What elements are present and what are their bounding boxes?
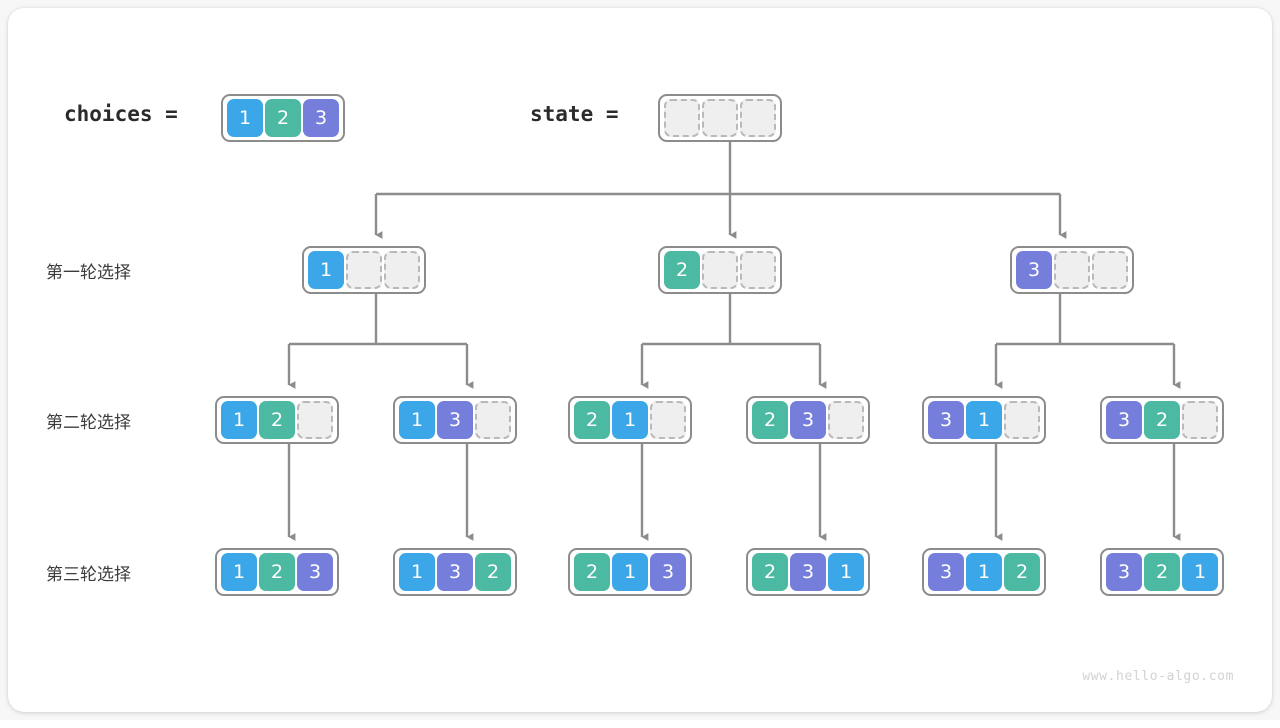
cell-value-2: 2: [259, 401, 295, 439]
cell-value-2: 2: [752, 553, 788, 591]
cell-value-3: 3: [303, 99, 339, 137]
level1-array-1: 2: [658, 246, 782, 294]
cell-value-3: 3: [928, 401, 964, 439]
cell-value-2: 2: [1144, 553, 1180, 591]
cell-value-2: 2: [259, 553, 295, 591]
cell-value-1: 1: [612, 401, 648, 439]
cell-value-2: 2: [265, 99, 301, 137]
cell-empty: [384, 251, 420, 289]
cell-value-2: 2: [752, 401, 788, 439]
cell-value-3: 3: [297, 553, 333, 591]
cell-value-1: 1: [308, 251, 344, 289]
cell-value-2: 2: [1004, 553, 1040, 591]
cell-value-3: 3: [790, 553, 826, 591]
cell-empty: [1054, 251, 1090, 289]
cell-empty: [664, 99, 700, 137]
cell-empty: [740, 99, 776, 137]
cell-value-1: 1: [1182, 553, 1218, 591]
cell-empty: [346, 251, 382, 289]
cell-empty: [475, 401, 511, 439]
cell-value-2: 2: [574, 553, 610, 591]
cell-value-1: 1: [399, 401, 435, 439]
cell-value-1: 1: [966, 401, 1002, 439]
level1-array-2: 3: [1010, 246, 1134, 294]
cell-value-2: 2: [574, 401, 610, 439]
cell-empty: [1092, 251, 1128, 289]
cell-value-1: 1: [221, 553, 257, 591]
cell-value-1: 1: [227, 99, 263, 137]
cell-empty: [702, 251, 738, 289]
cell-empty: [1004, 401, 1040, 439]
cell-value-3: 3: [1106, 401, 1142, 439]
cell-value-1: 1: [828, 553, 864, 591]
cell-value-2: 2: [1144, 401, 1180, 439]
cell-empty: [1182, 401, 1218, 439]
state-array: [658, 94, 782, 142]
cell-value-3: 3: [437, 401, 473, 439]
cell-empty: [297, 401, 333, 439]
cell-value-3: 3: [1106, 553, 1142, 591]
cell-value-3: 3: [928, 553, 964, 591]
cell-value-3: 3: [650, 553, 686, 591]
cell-value-1: 1: [966, 553, 1002, 591]
cell-value-3: 3: [790, 401, 826, 439]
choices-label: choices =: [64, 102, 178, 126]
cell-value-1: 1: [399, 553, 435, 591]
cell-value-3: 3: [437, 553, 473, 591]
row-label-level2: 第二轮选择: [46, 413, 131, 433]
level1-array-0: 1: [302, 246, 426, 294]
row-label-level3: 第三轮选择: [46, 565, 131, 585]
cell-empty: [702, 99, 738, 137]
cell-empty: [650, 401, 686, 439]
cell-value-1: 1: [612, 553, 648, 591]
row-label-level1: 第一轮选择: [46, 263, 131, 283]
cell-value-2: 2: [664, 251, 700, 289]
cell-empty: [828, 401, 864, 439]
cell-value-3: 3: [1016, 251, 1052, 289]
cell-value-2: 2: [475, 553, 511, 591]
cell-empty: [740, 251, 776, 289]
watermark: www.hello-algo.com: [1082, 669, 1234, 684]
cell-value-1: 1: [221, 401, 257, 439]
state-label: state =: [530, 102, 619, 126]
connector-lines: [287, 142, 1181, 541]
